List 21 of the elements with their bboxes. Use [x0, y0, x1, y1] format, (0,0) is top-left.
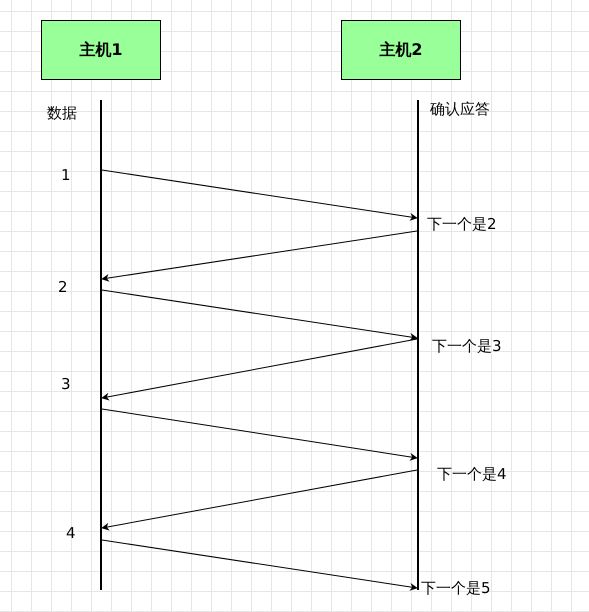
- arrow: [102, 540, 418, 591]
- message-label: 下一个是4: [437, 465, 507, 483]
- arrow: [101, 470, 418, 531]
- lifeline: [417, 100, 419, 590]
- sequence-number: 3: [61, 375, 71, 393]
- host-box: 主机2: [341, 20, 461, 80]
- sequence-number: 2: [58, 278, 68, 296]
- message-label: 下一个是3: [432, 337, 502, 355]
- message-label: 下一个是2: [427, 215, 497, 233]
- lifeline: [100, 100, 102, 590]
- arrow: [101, 338, 418, 401]
- host-box: 主机1: [41, 20, 161, 80]
- arrow: [102, 170, 418, 221]
- message-label: 下一个是5: [421, 579, 491, 597]
- arrow: [102, 290, 418, 341]
- sequence-number: 1: [61, 166, 71, 184]
- message-label: 数据: [47, 104, 77, 122]
- message-label: 确认应答: [430, 100, 490, 118]
- sequence-number: 4: [66, 524, 76, 542]
- arrow: [101, 230, 418, 282]
- arrow: [102, 408, 418, 461]
